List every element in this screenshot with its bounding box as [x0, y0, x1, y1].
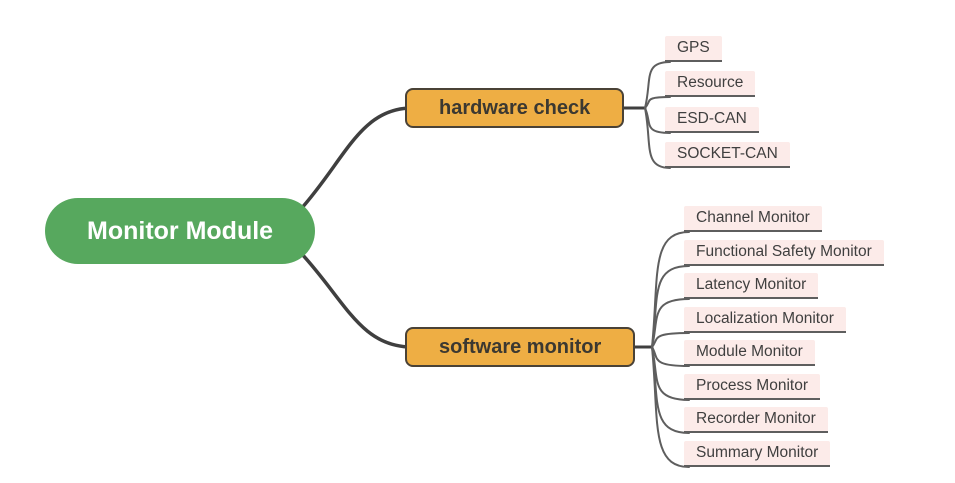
leaf-node-gps[interactable]: GPS — [665, 36, 722, 62]
connector-hardware-to-resource — [644, 96, 671, 109]
connector-software-to-summary-monitor — [651, 346, 690, 468]
connector-root-to-hardware-check — [298, 106, 414, 212]
leaf-node-esd-can[interactable]: ESD-CAN — [665, 107, 759, 133]
leaf-node-summary-monitor[interactable]: Summary Monitor — [684, 441, 831, 467]
leaf-node-recorder-monitor[interactable]: Recorder Monitor — [684, 407, 828, 433]
connector-software-to-localization-monitor — [651, 332, 690, 348]
leaf-node-process-monitor[interactable]: Process Monitor — [684, 374, 820, 400]
leaf-node-channel-monitor[interactable]: Channel Monitor — [684, 206, 822, 232]
root-node-monitor-module[interactable]: Monitor Module — [45, 198, 316, 264]
leaf-node-socket-can[interactable]: SOCKET-CAN — [665, 142, 790, 168]
connector-hardware-to-gps — [644, 61, 671, 109]
branch-node-software-monitor[interactable]: software monitor — [405, 327, 636, 367]
branch-node-hardware-check[interactable]: hardware check — [405, 88, 625, 128]
connector-hardware-to-socket-can — [644, 107, 671, 169]
connector-software-to-latency-monitor — [651, 298, 690, 348]
leaf-node-module-monitor[interactable]: Module Monitor — [684, 340, 815, 366]
leaf-node-resource[interactable]: Resource — [665, 71, 756, 97]
leaf-node-latency-monitor[interactable]: Latency Monitor — [684, 273, 819, 299]
leaf-node-localization-monitor[interactable]: Localization Monitor — [684, 307, 846, 333]
connector-root-to-software-monitor — [298, 250, 414, 349]
leaf-node-functional-safety-monitor[interactable]: Functional Safety Monitor — [684, 240, 884, 266]
